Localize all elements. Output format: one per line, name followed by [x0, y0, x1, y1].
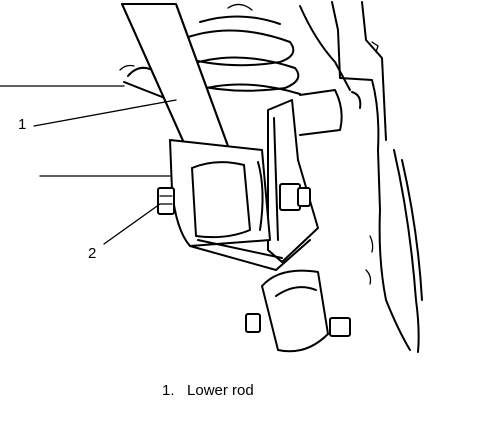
hub-assembly: [299, 1, 387, 301]
wheel-disc: [385, 149, 423, 353]
mounting-bracket: [267, 99, 319, 263]
knuckle-bushing: [245, 269, 351, 353]
bolt: [157, 187, 175, 215]
leader-lines: [0, 85, 177, 245]
callout-1: 1: [18, 116, 27, 133]
legend-number: 1.: [162, 382, 175, 399]
legend-text: Lower rod: [187, 382, 254, 399]
legend: 1. Lower rod: [162, 382, 254, 399]
bushing-housing: [169, 139, 271, 247]
lower-arm: [189, 239, 311, 271]
nut: [279, 183, 311, 211]
callout-2: 2: [88, 245, 97, 262]
